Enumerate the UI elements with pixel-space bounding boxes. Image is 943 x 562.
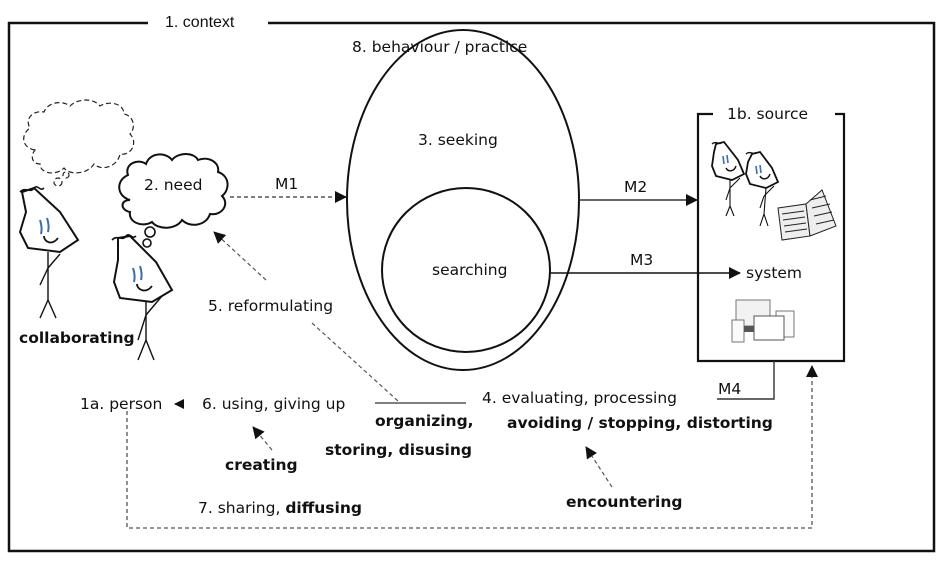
computer-devices-icon (731, 299, 795, 343)
encountering-label: encountering (566, 493, 682, 511)
source-box: 1b. source (696, 105, 846, 363)
source-label: 1b. source (727, 105, 808, 123)
arrow-m4: M4 (717, 361, 775, 400)
m3-label: M3 (630, 251, 653, 269)
m1-label: M1 (275, 175, 298, 193)
context-label: 1. context (165, 14, 235, 31)
organizing-label: organizing, (375, 412, 474, 430)
sharing-label-bold: diffusing (285, 499, 362, 517)
m4-label: M4 (718, 380, 741, 398)
avoiding-label: avoiding / stopping, distorting (507, 414, 773, 432)
searching-circle: searching (381, 187, 551, 353)
sharing-label: 7. sharing, diffusing (198, 499, 362, 517)
behaviour-label: 8. behaviour / practice (352, 38, 527, 56)
m2-label: M2 (624, 178, 647, 196)
person-figure-icon (18, 186, 80, 319)
sharing-dashed-arrow (126, 365, 818, 529)
arrow-m1: M1 (230, 175, 347, 203)
system-label: system (746, 264, 802, 282)
context-frame: 1. context (7, 14, 936, 553)
reformulating-label: 5. reformulating (208, 297, 333, 315)
person-label: 1a. person (80, 395, 162, 413)
reformulating-dashed-arrow (213, 231, 466, 404)
person-figure-icon (111, 234, 174, 361)
seeking-ellipse: 3. seeking (346, 29, 580, 371)
using-label: 6. using, giving up (202, 395, 345, 413)
encountering-dashed-arrow (585, 446, 613, 488)
sharing-label-prefix: 7. sharing, (198, 499, 285, 517)
need-cloud: 2. need (118, 153, 229, 248)
thought-bubble-icon (142, 238, 152, 248)
creating-label: creating (225, 456, 298, 474)
need-label: 2. need (144, 176, 202, 194)
source-people-icon (711, 140, 780, 227)
searching-label: searching (432, 261, 507, 279)
seeking-label: 3. seeking (418, 131, 498, 149)
creating-dashed-arrow (252, 426, 273, 451)
storing-disusing-label: storing, disusing (325, 441, 472, 459)
evaluating-label: 4. evaluating, processing (482, 389, 677, 407)
collaborating-label: collaborating (19, 329, 135, 347)
arrow-m3: M3 (550, 251, 741, 279)
dashed-thought-cloud-icon (23, 99, 135, 187)
arrow-m2: M2 (579, 178, 698, 206)
book-icon (777, 189, 837, 241)
